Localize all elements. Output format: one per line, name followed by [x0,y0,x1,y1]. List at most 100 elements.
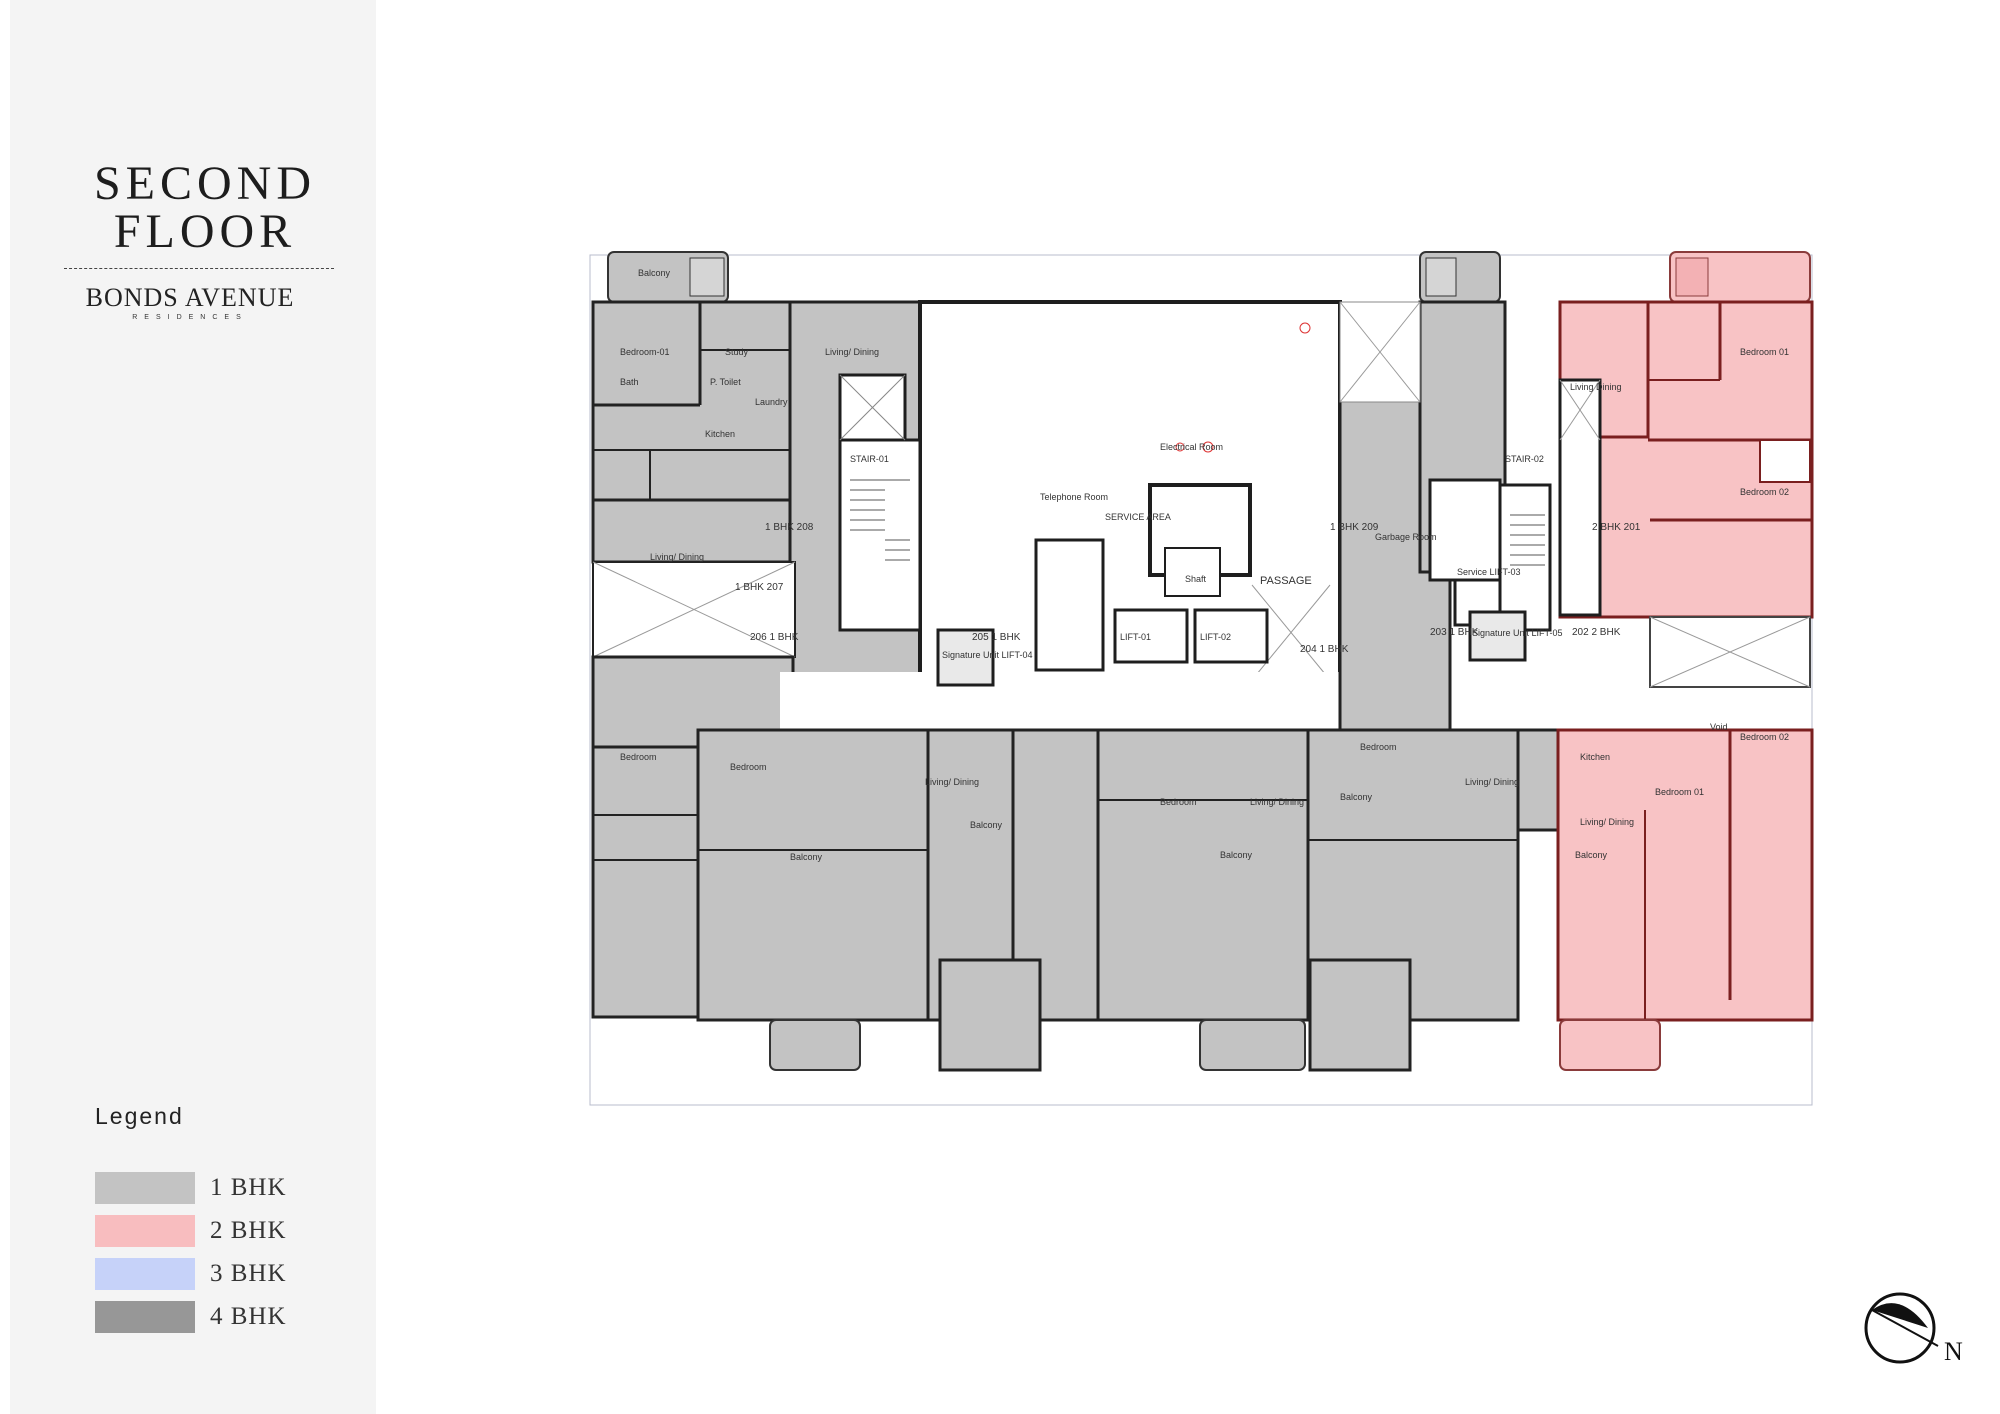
label-service-area: SERVICE AREA [1105,512,1171,522]
balcony-205 [938,958,1042,1072]
unit-label-204: 204 1 BHK [1300,644,1349,655]
legend-swatch-4bhk [95,1301,195,1333]
plan-labels: PASSAGE Balcony Bedroom-01 Study Living/… [620,268,1789,862]
label-living-dining-204: Living/ Dining [1250,797,1304,807]
label-balcony-203: Balcony [1340,792,1373,802]
unit-label-207: 1 BHK 207 [735,582,784,593]
plunge-pool-201 [1675,257,1709,297]
floor-title-line1: SECOND [93,157,317,210]
label-bedroom-206: Bedroom [620,752,657,762]
label-shaft: Shaft [1185,574,1207,584]
label-living-dining-203: Living/ Dining [1465,777,1519,787]
label-bedroom-02-202: Bedroom 02 [1740,732,1789,742]
unit-206-left-zone [591,745,700,1019]
plunge-pool-top-left [689,257,725,297]
label-kitchen-202: Kitchen [1580,752,1610,762]
floor-title: SECOND FLOOR [50,160,360,256]
stair-01 [838,438,922,632]
legend-title: Legend [95,1103,184,1129]
bottom-units [696,608,1814,1072]
unit-label-202: 202 2 BHK [1572,627,1621,638]
label-lift-01: LIFT-01 [1120,632,1151,642]
label-balcony: Balcony [638,268,671,278]
passage [780,672,1630,730]
shaft-right [1428,478,1502,582]
unit-203-right [1516,728,1560,832]
title-divider [64,268,334,269]
label-void: Void [1710,722,1728,732]
unit-label-203: 203 1 BHK [1430,627,1479,638]
label-living-dining-202: Living/ Dining [1580,817,1634,827]
unit-204-zone [1096,728,1310,1022]
brand-logo-text: BONDS AVENUE [85,283,295,312]
legend-swatch-1bhk [95,1172,195,1204]
label-garbage: Garbage Room [1375,532,1437,542]
label-living-dining: Living/ Dining [825,347,879,357]
plan-outline [589,254,1813,1106]
label-stair-01: STAIR-01 [850,454,889,464]
label-telephone: Telephone Room [1040,492,1108,502]
label-laundry: Laundry [755,397,788,407]
label-balcony-205: Balcony [970,820,1003,830]
floor-title-line2: FLOOR [113,205,297,258]
label-stair-02: STAIR-02 [1505,454,1544,464]
legend-label-2bhk: 2 BHK [210,1217,287,1244]
balcony-202 [1559,1019,1661,1071]
unit-209-zone [591,300,805,564]
unit-201[interactable] [1558,251,1814,619]
unit-label-201: 2 BHK 201 [1592,522,1641,533]
fire-device-icon [1299,322,1311,334]
legend-swatch-2bhk [95,1215,195,1247]
legend-label-4bhk: 4 BHK [210,1303,287,1330]
label-bedroom-01-left: Bedroom-01 [620,347,670,357]
plunge-pool-top-mid [1425,257,1457,297]
fire-device-icon [1202,441,1214,453]
label-balcony-202: Balcony [1575,850,1608,860]
legend-swatch-3bhk [95,1258,195,1290]
label-bedroom-01-right: Bedroom 01 [1740,347,1789,357]
balcony-204 [1199,1019,1306,1071]
brand-subtitle: RESIDENCES [132,314,248,321]
label-bedroom-01-202: Bedroom 01 [1655,787,1704,797]
label-p-toilet: P. Toilet [710,377,741,387]
unit-202-zone[interactable] [1556,728,1814,1022]
label-lift-02: LIFT-02 [1200,632,1231,642]
label-living-dining-207: Living/ Dining [650,552,704,562]
label-kitchen: Kitchen [705,429,735,439]
label-balcony-206: Balcony [790,852,823,862]
label-bedroom-02-right: Bedroom 02 [1740,487,1789,497]
label-study: Study [725,347,749,357]
unit-label-206: 206 1 BHK [750,632,799,643]
stair-02 [1498,483,1552,632]
lift-05 [1468,610,1527,662]
unit-label-209: 1 BHK 209 [1330,522,1379,533]
label-living-dining-205: Living/ Dining [925,777,979,787]
label-lift-05: Signature Unit LIFT-05 [1472,628,1563,638]
lift-01 [1113,608,1189,664]
void-201 [1759,439,1811,483]
label-balcony-204: Balcony [1220,850,1253,860]
label-lift-04: Signature Unit LIFT-04 [942,650,1033,660]
fire-device-icon [1175,442,1185,452]
legend-label-1bhk: 1 BHK [210,1174,287,1201]
lift-02 [1193,608,1269,664]
shaft-core [1164,547,1221,597]
balcony-206 [769,1019,861,1071]
passage-label: PASSAGE [1260,575,1312,587]
label-bedroom-205: Bedroom [730,762,767,772]
label-living-dining-201: Living Dining [1570,382,1622,392]
label-bedroom-203: Bedroom [1360,742,1397,752]
label-service-lift: Service LIFT-03 [1457,567,1521,577]
balcony-203 [1308,958,1412,1072]
lift-core-right [1558,378,1602,617]
label-bedroom-204: Bedroom [1160,797,1197,807]
svg-text:N: N [1944,1337,1963,1366]
label-bath: Bath [620,377,639,387]
unit-206-zone [696,728,930,1022]
telephone-room [1034,538,1105,672]
floor-plan: PASSAGE Balcony Bedroom-01 Study Living/… [589,251,1814,1106]
unit-209 [1338,251,1552,752]
label-electrical: Electrical Room [1160,442,1223,452]
unit-label-205: 205 1 BHK [972,632,1021,643]
legend-label-3bhk: 3 BHK [210,1260,287,1287]
